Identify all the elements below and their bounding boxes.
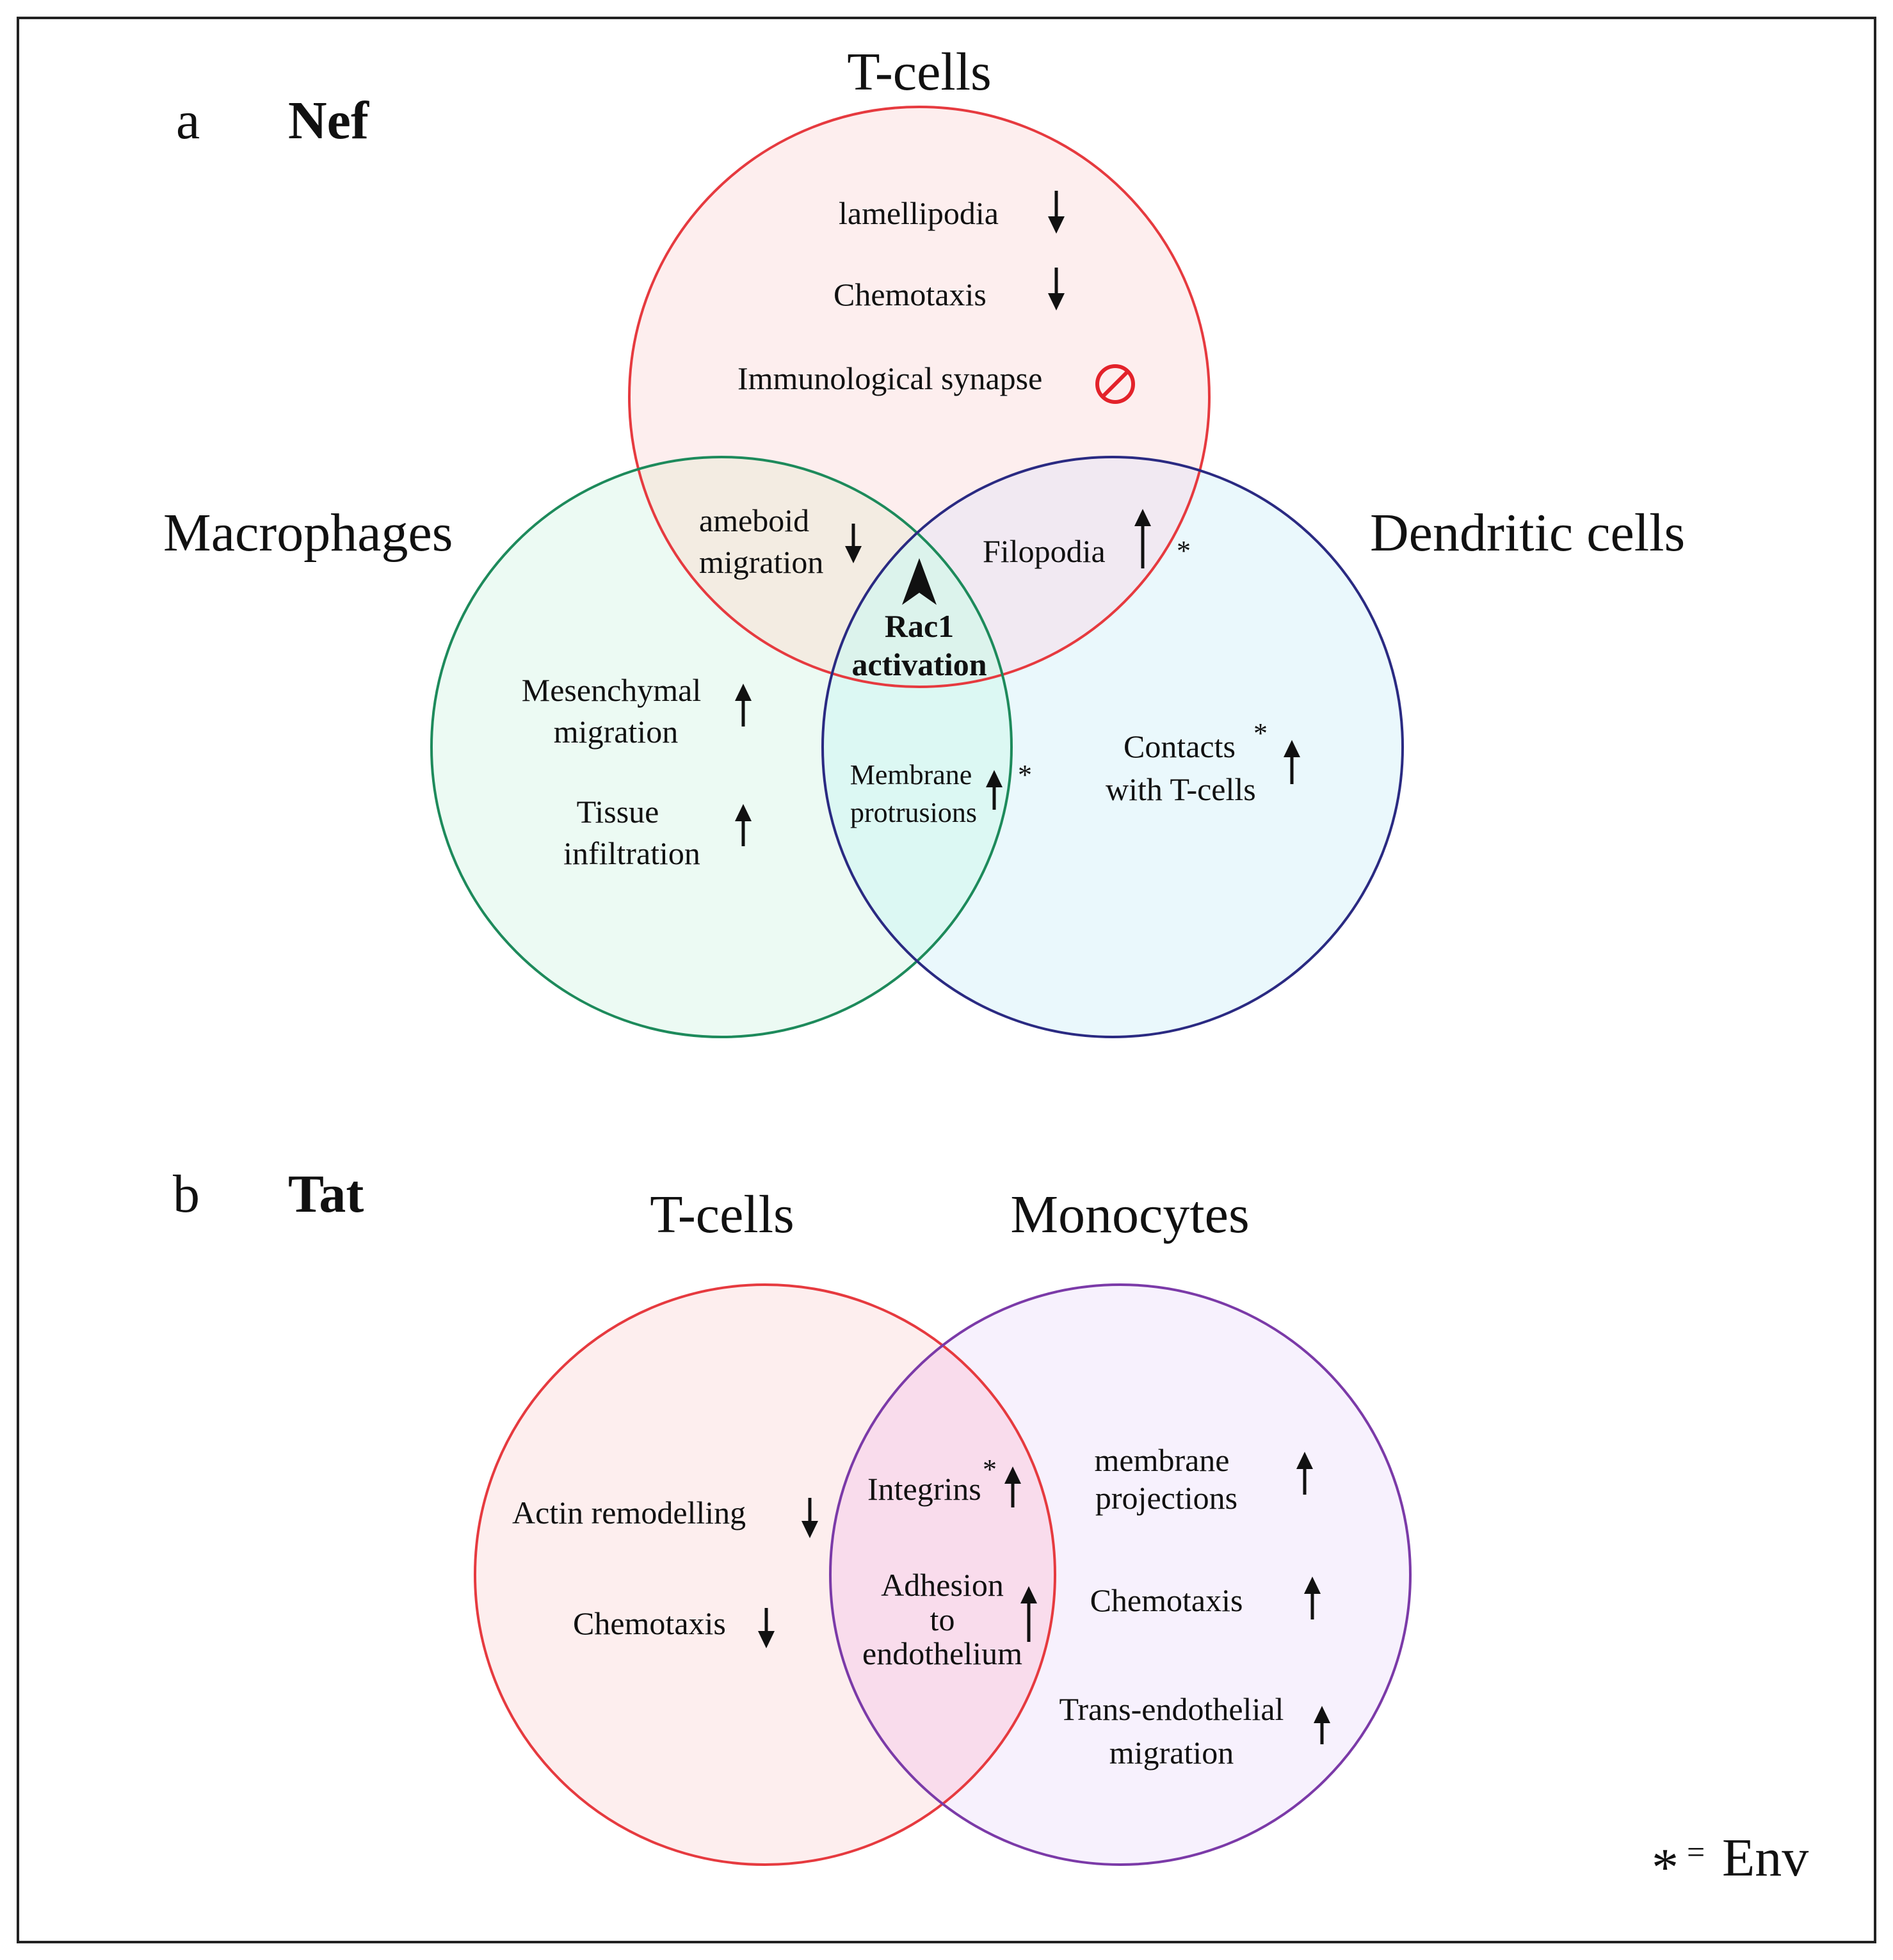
item-chemotaxis: Chemotaxis [834, 277, 987, 312]
item-membrane-line1: Membrane [850, 759, 972, 791]
arrow-up-icon [735, 684, 752, 727]
item-rac1-line2: activation [851, 647, 987, 682]
arrow-up-icon [1304, 1577, 1321, 1619]
arrow-down-icon [802, 1498, 818, 1538]
arrow-up-icon [1020, 1586, 1037, 1642]
item-ameboid-line2: migration [699, 544, 823, 580]
monocytes-label: Monocytes [1010, 1185, 1249, 1244]
item-trans-line2: migration [1109, 1735, 1234, 1771]
item-rac1-line1: Rac1 [885, 608, 954, 644]
dendritic-cells-label: Dendritic cells [1370, 503, 1685, 563]
env-star: * [1177, 535, 1191, 566]
item-contacts-line2: with T-cells [1106, 771, 1256, 807]
panel-b-title: Tat [288, 1164, 364, 1224]
arrow-down-icon [1048, 268, 1065, 310]
item-immunological-synapse: Immunological synapse [737, 360, 1042, 396]
panel-b: b Tat T-cells Monocytes Actin remodellin… [173, 1164, 1412, 1866]
prohibited-icon [1095, 364, 1135, 404]
item-trans-line1: Trans-endothelial [1059, 1691, 1284, 1727]
item-chemotaxis-tcells: Chemotaxis [573, 1605, 726, 1641]
legend-label: Env [1722, 1828, 1808, 1888]
item-mesenchymal-line1: Mesenchymal [522, 672, 701, 708]
item-adhesion-line2: to [930, 1602, 955, 1637]
item-tissue-line1: Tissue [577, 794, 659, 830]
arrowhead-up-icon [902, 558, 937, 605]
macrophages-set-outline [430, 456, 1013, 1038]
legend: * = Env [1652, 1828, 1808, 1897]
item-chemotaxis-monocytes: Chemotaxis [1090, 1582, 1243, 1618]
arrow-up-icon [1284, 740, 1300, 784]
item-membrane-line2: protrusions [850, 797, 977, 828]
tcells-label: T-cells [847, 42, 992, 102]
item-integrins: Integrins [867, 1471, 981, 1507]
panel-a: a Nef T-cells Macrophages Dendritic cell… [163, 42, 1685, 1038]
legend-star: * [1652, 1838, 1679, 1897]
panel-a-letter: a [176, 91, 200, 150]
item-adhesion-line3: endothelium [862, 1635, 1022, 1671]
arrow-up-icon [1296, 1452, 1313, 1495]
arrow-down-icon [845, 524, 862, 563]
arrow-up-icon [735, 804, 752, 846]
arrow-down-icon [758, 1608, 775, 1648]
tcells-set-outline [628, 106, 1211, 688]
triple-overlap [823, 457, 1011, 687]
tcells-label-b: T-cells [650, 1185, 794, 1244]
item-contacts-line1: Contacts [1124, 728, 1236, 764]
panel-a-title: Nef [288, 91, 369, 150]
arrow-up-icon [986, 770, 1003, 810]
item-actin-remodelling: Actin remodelling [512, 1495, 746, 1530]
item-projections-line1: membrane [1094, 1442, 1229, 1478]
env-star: * [1018, 759, 1032, 791]
tcells-monocytes-overlap [830, 1285, 1055, 1865]
item-filopodia: Filopodia [983, 533, 1106, 569]
item-ameboid-line1: ameboid [699, 502, 809, 538]
env-star: * [983, 1454, 997, 1485]
item-tissue-line2: infiltration [563, 835, 700, 871]
item-projections-line2: projections [1095, 1480, 1237, 1516]
item-adhesion-line1: Adhesion [881, 1567, 1004, 1603]
arrow-up-icon [1004, 1466, 1021, 1507]
macrophages-label: Macrophages [163, 503, 453, 563]
env-star: * [1253, 718, 1268, 749]
panel-b-letter: b [173, 1164, 200, 1224]
arrow-down-icon [1048, 191, 1065, 234]
dendritic-set-outline [821, 456, 1404, 1038]
legend-equals: = [1687, 1834, 1705, 1870]
figure-frame [17, 17, 1876, 1943]
item-mesenchymal-line2: migration [554, 714, 678, 750]
monocytes-set-outline [829, 1283, 1412, 1866]
tcells-set-outline-b [474, 1283, 1056, 1866]
arrow-up-icon [1314, 1706, 1330, 1744]
item-lamellipodia: lamellipodia [839, 195, 999, 231]
arrow-up-icon [1134, 509, 1151, 568]
